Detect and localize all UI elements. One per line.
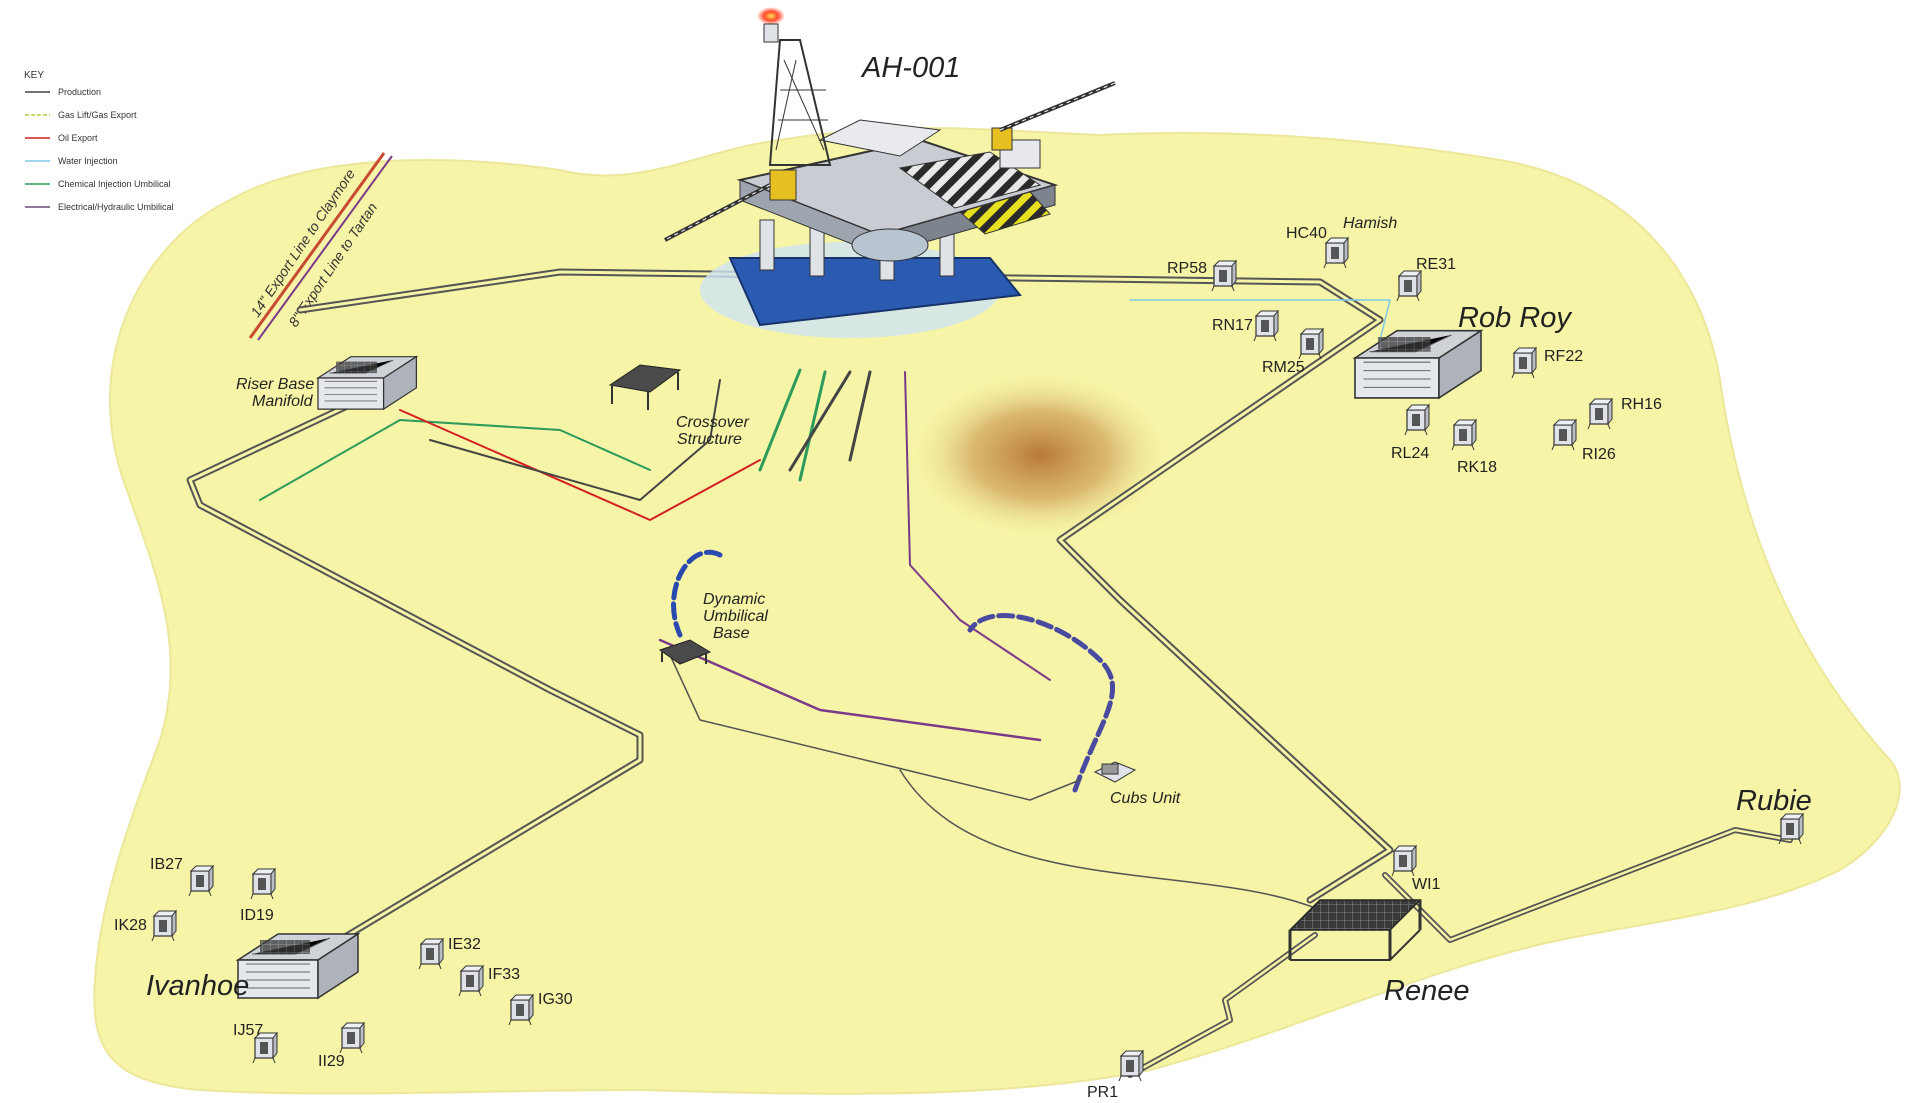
well-tree bbox=[1254, 311, 1278, 341]
platform-name: AH-001 bbox=[860, 52, 960, 84]
well-tree bbox=[459, 966, 483, 996]
rubie-label: Rubie bbox=[1736, 785, 1812, 817]
well-tree bbox=[340, 1023, 364, 1053]
well-label: IB27 bbox=[150, 856, 183, 873]
well-label: IG30 bbox=[538, 991, 573, 1008]
well-tree bbox=[1452, 420, 1476, 450]
rubie-tree bbox=[1779, 814, 1803, 844]
well-tree bbox=[251, 869, 275, 899]
dub-label-2: Umbilical bbox=[703, 608, 768, 625]
well-label: RM25 bbox=[1262, 359, 1305, 376]
legend: KEY Production Gas Lift/Gas Export Oil E… bbox=[24, 70, 174, 212]
svg-text:Chemical Injection Umbilical: Chemical Injection Umbilical bbox=[58, 179, 171, 189]
well-tree bbox=[509, 995, 533, 1025]
well-label: RN17 bbox=[1212, 317, 1253, 334]
svg-text:Water Injection: Water Injection bbox=[58, 156, 118, 166]
rob-roy-label: Rob Roy bbox=[1458, 302, 1572, 334]
well-label: RL24 bbox=[1391, 445, 1429, 462]
well-label: RH16 bbox=[1621, 396, 1662, 413]
crossover-label-1: Crossover bbox=[676, 414, 750, 431]
legend-item: Water Injection bbox=[25, 156, 118, 166]
svg-text:Gas Lift/Gas Export: Gas Lift/Gas Export bbox=[58, 110, 137, 120]
well-label: IF33 bbox=[488, 966, 520, 983]
well-label: PR1 bbox=[1087, 1084, 1118, 1101]
well-label: RP58 bbox=[1167, 260, 1207, 277]
svg-text:Production: Production bbox=[58, 87, 101, 97]
well-label: ID19 bbox=[240, 907, 274, 924]
well-tree bbox=[419, 939, 443, 969]
renee-label: Renee bbox=[1384, 975, 1469, 1007]
seabed-stain bbox=[915, 375, 1165, 535]
legend-item: Oil Export bbox=[25, 133, 98, 143]
well-label: WI1 bbox=[1412, 876, 1441, 893]
well-tree bbox=[152, 911, 176, 941]
well-tree bbox=[1324, 238, 1348, 268]
well-label: RF22 bbox=[1544, 348, 1583, 365]
well-tree bbox=[1392, 846, 1416, 876]
well-label: IE32 bbox=[448, 936, 481, 953]
well-tree bbox=[1397, 271, 1421, 301]
legend-item: Electrical/Hydraulic Umbilical bbox=[25, 202, 174, 212]
svg-text:Oil Export: Oil Export bbox=[58, 133, 98, 143]
well-tree bbox=[1119, 1051, 1143, 1081]
well-tree bbox=[189, 866, 213, 896]
svg-text:Electrical/Hydraulic Umbilical: Electrical/Hydraulic Umbilical bbox=[58, 202, 174, 212]
legend-item: Chemical Injection Umbilical bbox=[25, 179, 171, 189]
well-label: RE31 bbox=[1416, 256, 1456, 273]
well-label: IJ57 bbox=[233, 1022, 263, 1039]
riser-base-label-1: Riser Base bbox=[236, 376, 314, 393]
well-tree bbox=[1299, 329, 1323, 359]
dub-label-3: Base bbox=[713, 625, 750, 642]
flare bbox=[757, 7, 785, 25]
riser-base-label-2: Manifold bbox=[252, 393, 314, 410]
well-label: IK28 bbox=[114, 917, 147, 934]
ivanhoe-label: Ivanhoe bbox=[146, 970, 249, 1002]
hamish-label: Hamish bbox=[1343, 215, 1397, 232]
well-tree bbox=[1405, 405, 1429, 435]
well-label: HC40 bbox=[1286, 225, 1327, 242]
legend-title: KEY bbox=[24, 70, 44, 81]
cubs-unit-label: Cubs Unit bbox=[1110, 790, 1181, 807]
legend-item: Production bbox=[25, 87, 101, 97]
dub-label-1: Dynamic bbox=[703, 591, 765, 608]
well-label: RI26 bbox=[1582, 446, 1616, 463]
helideck bbox=[852, 229, 928, 261]
well-label: RK18 bbox=[1457, 459, 1497, 476]
legend-item: Gas Lift/Gas Export bbox=[25, 110, 137, 120]
well-tree bbox=[1512, 348, 1536, 378]
well-tree bbox=[1588, 399, 1612, 429]
well-label: II29 bbox=[318, 1053, 345, 1070]
well-tree bbox=[1212, 261, 1236, 291]
crossover-label-2: Structure bbox=[677, 431, 742, 448]
well-tree bbox=[1552, 420, 1576, 450]
